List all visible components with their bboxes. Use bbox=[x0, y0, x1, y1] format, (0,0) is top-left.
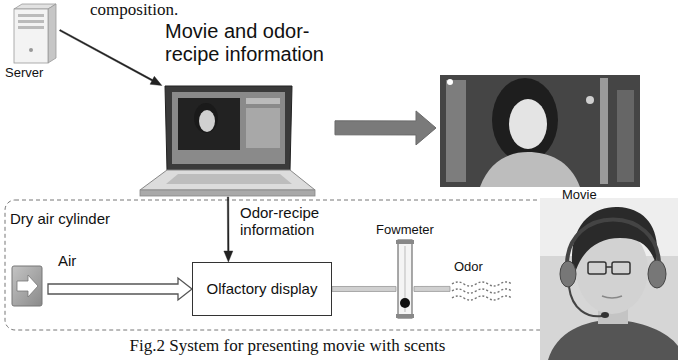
odor-wave bbox=[452, 282, 512, 286]
headset-cup bbox=[648, 260, 666, 288]
server-front bbox=[14, 9, 48, 63]
flowmeter-cap bbox=[396, 240, 414, 244]
power-button bbox=[29, 48, 33, 52]
screen-window-bar bbox=[246, 98, 280, 104]
pipe-connector bbox=[414, 286, 450, 291]
flowmeter-label: Fowmeter bbox=[365, 223, 445, 238]
screen-face bbox=[199, 110, 215, 132]
server-icon: Server bbox=[8, 6, 58, 64]
movie-hair bbox=[492, 78, 558, 162]
screen-hair bbox=[194, 103, 218, 133]
cut-off-text: composition. bbox=[88, 0, 218, 20]
photo-shirt bbox=[548, 320, 678, 360]
edge-label: Air bbox=[56, 252, 78, 269]
air-cylinder: Dry air cylinder bbox=[12, 262, 42, 308]
laptop-drawing bbox=[140, 86, 315, 196]
cylinder-drawing bbox=[12, 266, 42, 306]
movie-stripe bbox=[446, 80, 466, 182]
movie-shoulders bbox=[480, 152, 580, 187]
laptop-keyboard bbox=[166, 174, 292, 184]
info-heading: Movie and odor-recipe information bbox=[165, 20, 350, 66]
movie-drawing bbox=[440, 75, 640, 187]
laptop-lid bbox=[165, 86, 292, 170]
olfactory-display-box: Olfactory display bbox=[192, 262, 332, 316]
box-label: Olfactory display bbox=[207, 280, 318, 297]
photo-glasses bbox=[612, 262, 630, 274]
cylinder-label: Dry air cylinder bbox=[10, 210, 160, 227]
photo-glasses bbox=[588, 262, 606, 274]
drive-slot bbox=[18, 14, 44, 17]
cylinder-body bbox=[12, 266, 42, 306]
block-connector bbox=[335, 111, 436, 145]
user-photo bbox=[540, 198, 678, 360]
laptop-pc: Movie and odor-recipe information bbox=[140, 86, 315, 196]
odor-drawing bbox=[452, 282, 512, 300]
movie-dot bbox=[447, 79, 453, 85]
odor-wave bbox=[452, 289, 512, 293]
drive-slot bbox=[18, 20, 44, 23]
movie-frame bbox=[440, 75, 640, 187]
movie-dot bbox=[586, 96, 594, 104]
movie-stripe bbox=[617, 90, 634, 182]
photo-background bbox=[540, 198, 678, 360]
flowmeter-drawing bbox=[396, 240, 414, 318]
headset-cup bbox=[560, 261, 576, 287]
laptop-screen bbox=[172, 92, 285, 164]
movie-screen: Movie bbox=[440, 75, 640, 187]
headset-mic-boom bbox=[569, 287, 602, 316]
headset-mic bbox=[601, 312, 609, 318]
screen-movie bbox=[178, 98, 240, 150]
server-side bbox=[48, 4, 56, 63]
cylinder-arrow bbox=[17, 275, 38, 297]
odor-label: Odor bbox=[454, 260, 514, 275]
odor-outlet: Odor bbox=[450, 278, 520, 304]
server-drawing bbox=[14, 4, 56, 63]
flowmeter-ball bbox=[400, 298, 410, 308]
photo-glasses-bridge bbox=[606, 266, 612, 268]
screen-window bbox=[246, 108, 280, 148]
pipe-connector bbox=[332, 286, 396, 291]
thin-connector bbox=[59, 29, 161, 85]
movie-face bbox=[509, 99, 547, 149]
laptop-base bbox=[140, 170, 315, 190]
photo-mouth bbox=[602, 296, 622, 298]
figure-caption: Fig.2 System for presenting movie with s… bbox=[60, 336, 515, 356]
headset-band bbox=[567, 220, 659, 267]
drive-slot bbox=[18, 26, 44, 29]
odor-wave bbox=[452, 296, 512, 300]
photo-hair bbox=[572, 207, 657, 270]
edge-label: Odor-recipe information bbox=[238, 204, 333, 239]
movie-label: Movie bbox=[562, 188, 632, 203]
thin-connector bbox=[224, 197, 233, 262]
laptop-edge bbox=[140, 190, 315, 196]
hollow-connector bbox=[48, 278, 192, 300]
movie-stripe bbox=[600, 78, 608, 184]
flowmeter: Fowmeter bbox=[396, 240, 414, 318]
flowmeter-tube bbox=[398, 240, 412, 318]
server-label: Server bbox=[5, 66, 85, 81]
dashed-region bbox=[5, 200, 553, 330]
flowmeter-cap bbox=[396, 314, 414, 318]
